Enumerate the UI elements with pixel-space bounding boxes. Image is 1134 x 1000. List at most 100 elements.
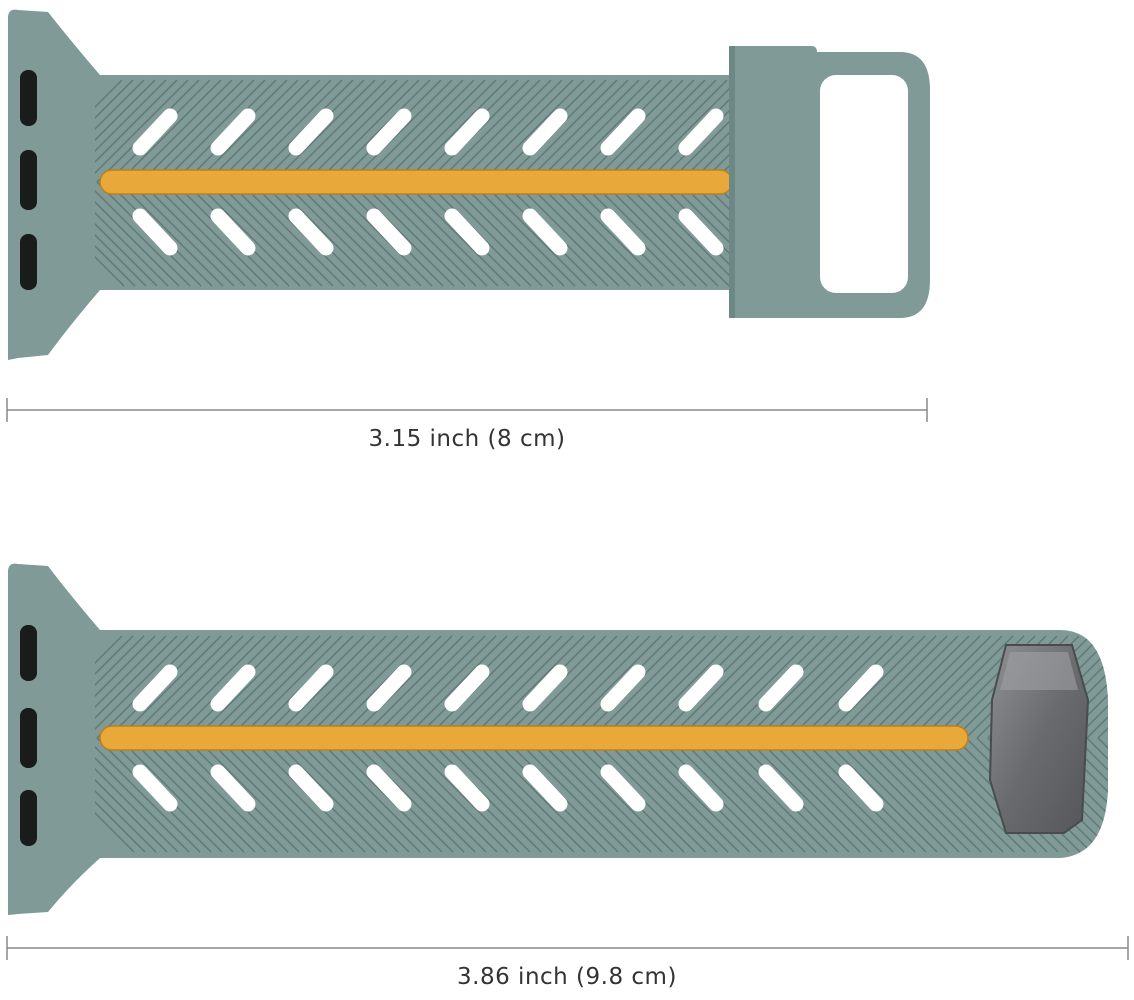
- short-strap-keeper: [729, 46, 817, 318]
- long-strap-ridge: [558, 635, 662, 739]
- long-strap-ridge: [767, 737, 883, 853]
- long-strap-ridge: [95, 737, 179, 853]
- short-strap-ridge: [316, 181, 422, 287]
- short-strap-vent-slot: [366, 208, 412, 256]
- long-strap-vent-slot: [522, 664, 568, 712]
- short-strap-ridge: [327, 79, 431, 183]
- long-strap-ridge: [888, 635, 992, 739]
- long-strap-ridge: [217, 737, 333, 853]
- short-strap-pin-hole-2: [20, 150, 37, 210]
- long-strap-ridge: [426, 737, 542, 853]
- short-strap-ridge: [95, 79, 178, 163]
- long-strap-ridge: [151, 737, 267, 853]
- short-strap-ridge: [305, 79, 409, 183]
- long-strap-ridge: [624, 635, 728, 739]
- long-strap-ridge: [95, 635, 156, 739]
- long-strap-ridge: [679, 737, 795, 853]
- short-strap-ridge: [95, 212, 169, 287]
- short-strap-vent-slot: [288, 108, 334, 156]
- short-strap-ridge: [668, 181, 735, 249]
- long-strap-ridge: [206, 635, 310, 739]
- short-strap-ridge: [393, 181, 499, 287]
- short-strap-ridge: [933, 182, 1037, 286]
- short-strap-ridge: [536, 181, 642, 287]
- long-strap-ridge: [767, 635, 871, 739]
- short-strap-ridge: [382, 79, 486, 183]
- short-strap-ridge: [635, 181, 735, 282]
- long-strap-ridge: [272, 737, 388, 853]
- long-strap-ridge: [624, 737, 740, 853]
- short-strap-ridge: [668, 115, 735, 183]
- long-strap-ridge: [668, 635, 772, 739]
- long-strap-ridge: [668, 737, 784, 853]
- long-strap-ridge: [272, 635, 376, 739]
- long-strap-ridge: [382, 737, 498, 853]
- long-strap-ridge: [393, 737, 509, 853]
- long-strap-ridge: [228, 737, 344, 853]
- long-strap-vent-slot: [758, 764, 804, 812]
- long-strap-ridge: [195, 737, 311, 853]
- long-strap-ridge: [712, 737, 828, 853]
- long-strap-ridge: [789, 635, 893, 739]
- long-strap-vent-slot: [288, 764, 334, 812]
- short-strap-ridge: [624, 181, 730, 287]
- long-strap-ridge: [1075, 635, 1108, 739]
- short-strap-ridge: [217, 181, 323, 287]
- long-strap-ridge: [1109, 636, 1134, 738]
- short-strap-ridge: [547, 181, 653, 287]
- short-strap-vent-slot: [678, 208, 724, 256]
- short-strap-ridge: [470, 181, 576, 287]
- long-strap-ridge: [316, 737, 432, 853]
- short-strap-ridge: [118, 79, 222, 183]
- short-strap-ridge: [514, 181, 620, 287]
- long-strap-vent-slot: [210, 764, 256, 812]
- short-strap-pin-hole-1: [20, 70, 37, 126]
- long-strap-ridge: [525, 635, 629, 739]
- long-strap-ridge: [382, 635, 486, 739]
- long-strap-ridge: [404, 737, 520, 853]
- short-strap-measure-line: [6, 398, 928, 422]
- long-strap-measurement-label: 3.86 inch (9.8 cm): [457, 964, 677, 990]
- long-strap-ridge: [866, 737, 982, 853]
- long-strap-ridge: [745, 635, 849, 739]
- long-strap-ridge: [95, 737, 201, 853]
- long-strap-ridge: [459, 635, 563, 739]
- long-strap-ridge: [778, 635, 882, 739]
- long-strap-ridge: [95, 737, 168, 853]
- short-strap-ridge: [327, 181, 433, 287]
- short-strap-ridge: [470, 79, 574, 183]
- long-strap-ridge: [745, 737, 861, 853]
- short-strap-ridge: [294, 181, 400, 287]
- short-strap-ridge: [525, 181, 631, 287]
- short-strap-ridge: [591, 181, 697, 287]
- short-strap-stripe: [99, 169, 733, 195]
- short-strap-ridge: [591, 79, 695, 183]
- short-strap-ridge: [933, 80, 1035, 182]
- long-strap-ridge: [1075, 737, 1108, 853]
- long-strap-ridge: [877, 635, 981, 739]
- long-strap-stripe: [99, 725, 969, 751]
- long-strap-ridge: [536, 635, 640, 739]
- long-strap-pin-hole-3: [20, 790, 37, 846]
- long-strap-ridge: [228, 635, 332, 739]
- long-strap-ridge: [822, 635, 926, 739]
- long-strap-ridge: [118, 635, 222, 739]
- short-strap-ridge: [437, 181, 543, 287]
- long-strap-ridge: [129, 737, 245, 853]
- long-strap-ridge: [481, 635, 585, 739]
- long-strap-ridge: [470, 635, 574, 739]
- short-strap-ridge: [371, 181, 477, 287]
- short-strap-ridge: [95, 79, 156, 141]
- short-strap-ridge: [613, 79, 717, 183]
- short-strap-ridge: [272, 181, 378, 287]
- long-strap-ridge: [591, 635, 695, 739]
- long-strap-ridge: [371, 635, 475, 739]
- short-strap-vents: [132, 108, 724, 256]
- short-strap-ridge: [404, 181, 510, 287]
- long-strap-ridge: [437, 737, 553, 853]
- long-strap-ridge: [855, 635, 959, 739]
- short-strap-ridge: [95, 79, 145, 130]
- long-strap-ridge: [118, 737, 234, 853]
- short-strap-ridge: [283, 181, 389, 287]
